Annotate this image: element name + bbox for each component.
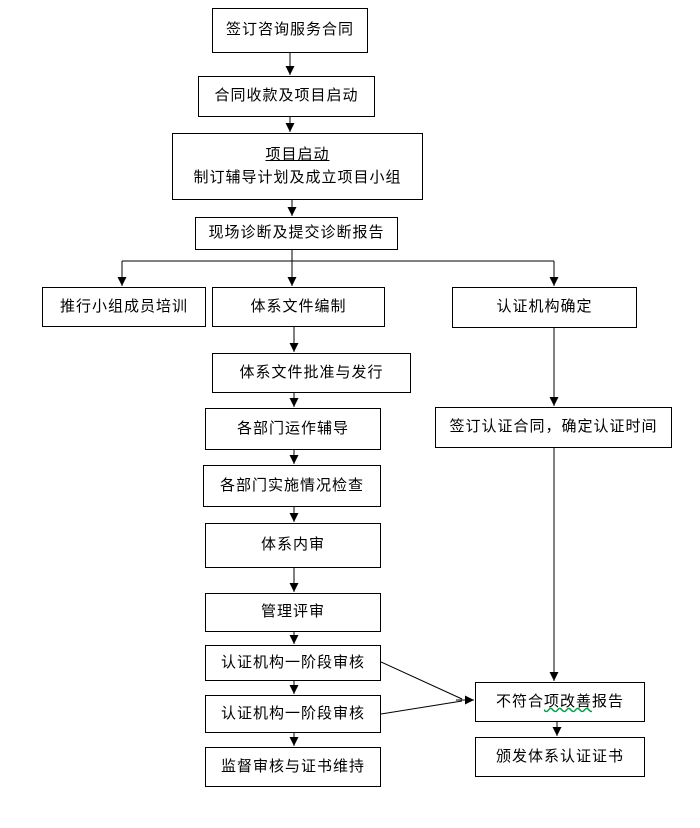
node-internal-audit: 体系内审 [205, 523, 381, 568]
node-label: 体系文件批准与发行 [239, 363, 384, 381]
node-label-pre: 不符合 [495, 692, 544, 710]
node-label: 推行小组成员培训 [59, 297, 188, 315]
node-label: 不符合项改善报告 [496, 691, 624, 714]
node-management-review: 管理评审 [205, 593, 381, 632]
node-certification-body-selection: 认证机构确定 [452, 287, 637, 328]
node-label-post: 报告 [592, 692, 625, 710]
node-label: 体系文件编制 [250, 297, 347, 315]
node-surveillance-audit-certificate-maintenance: 监督审核与证书维持 [205, 747, 381, 787]
node-contract-payment-project-start: 合同收款及项目启动 [198, 76, 375, 117]
node-label: 各部门实施情况检查 [219, 476, 364, 494]
node-onsite-diagnosis-report: 现场诊断及提交诊断报告 [195, 217, 398, 250]
node-stage1-audit: 认证机构一阶段审核 [205, 645, 381, 681]
diagonal-n15-n17 [380, 700, 463, 715]
node-stage1-audit-2: 认证机构一阶段审核 [205, 695, 381, 733]
node-department-implementation-check: 各部门实施情况检查 [203, 465, 381, 507]
node-team-member-training: 推行小组成员培训 [42, 287, 206, 327]
node-project-kickoff: 项目启动 制订辅导计划及成立项目小组 [172, 133, 423, 200]
node-system-doc-drafting: 体系文件编制 [212, 287, 385, 327]
node-label-wavy: 项改善 [543, 692, 592, 710]
node-label: 各部门运作辅导 [236, 419, 349, 437]
node-label: 体系内审 [260, 536, 325, 554]
node-label: 认证机构一阶段审核 [220, 653, 365, 671]
node-label: 合同收款及项目启动 [214, 87, 359, 105]
node-sign-certification-contract: 签订认证合同，确定认证时间 [435, 407, 672, 448]
node-label: 签订咨询服务合同 [225, 21, 354, 39]
node-label: 签订认证合同，确定认证时间 [449, 418, 658, 436]
node-sign-consulting-contract: 签订咨询服务合同 [212, 8, 368, 53]
node-label: 认证机构确定 [496, 298, 593, 316]
node-system-doc-approval-release: 体系文件批准与发行 [212, 353, 411, 393]
node-certificate-issuance: 颁发体系认证证书 [475, 737, 645, 777]
node-department-operation-coaching: 各部门运作辅导 [205, 408, 381, 450]
node-nonconformity-improvement-report: 不符合项改善报告 [475, 682, 645, 722]
node-label: 颁发体系认证证书 [495, 747, 624, 765]
diagonal-n14-n17 [380, 661, 463, 700]
node-label: 现场诊断及提交诊断报告 [208, 224, 385, 242]
node-label: 管理评审 [260, 603, 325, 621]
node-label-line2: 制订辅导计划及成立项目小组 [193, 168, 402, 186]
node-label: 认证机构一阶段审核 [220, 704, 365, 722]
node-label-line1: 项目启动 [265, 146, 330, 163]
node-label: 监督审核与证书维持 [220, 757, 365, 775]
